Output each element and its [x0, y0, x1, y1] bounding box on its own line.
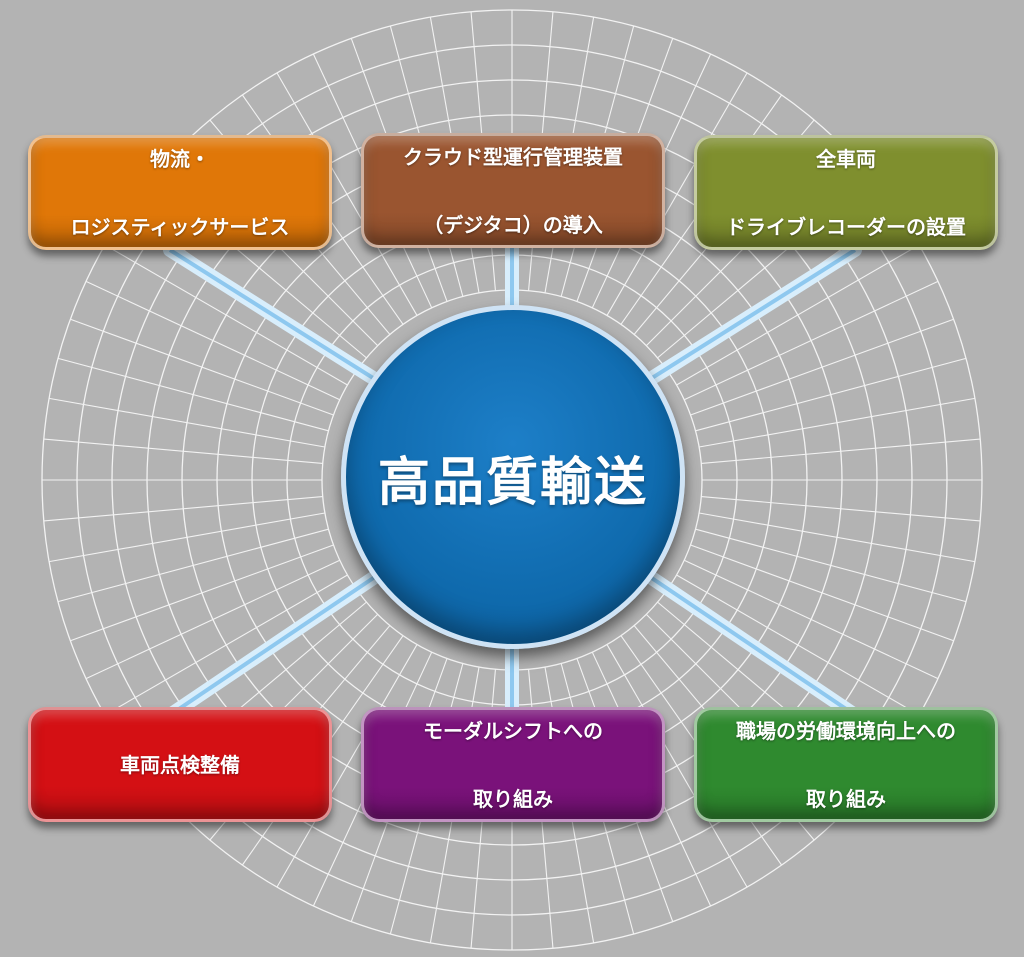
node-digitacho-line1: クラウド型運行管理装置	[403, 144, 623, 169]
node-logistics: 物流・ ロジスティックサービス	[28, 135, 332, 250]
grid-ray	[85, 559, 341, 680]
grid-ray	[104, 574, 348, 716]
node-digitacho-line2: （デジタコ）の導入	[423, 212, 603, 237]
grid-ray	[49, 397, 325, 448]
node-logistics-line2: ロジスティックサービス	[70, 214, 290, 239]
node-modal-shift-line1: モーダルシフトへの	[423, 718, 603, 743]
grid-ray	[695, 528, 967, 603]
grid-ray	[701, 438, 981, 464]
node-digitacho: クラウド型運行管理装置 （デジタコ）の導入	[361, 133, 665, 248]
grid-ray	[699, 397, 975, 448]
spoke-core	[623, 248, 857, 397]
grid-ray	[683, 559, 939, 680]
grid-ray	[49, 512, 325, 563]
grid-ray	[683, 280, 939, 401]
center-label: 高品質輸送	[377, 452, 648, 513]
node-inspection-line1: 車両点検整備	[120, 752, 240, 777]
grid-ray	[85, 280, 341, 401]
node-drive-recorder: 全車両 ドライブレコーダーの設置	[694, 135, 998, 250]
node-workplace-line2: 取り組み	[806, 786, 886, 811]
grid-ray	[690, 544, 954, 642]
node-modal-shift-line2: 取り組み	[473, 786, 553, 811]
grid-ray	[104, 244, 348, 386]
spoke-core	[168, 248, 402, 397]
grid-ray	[276, 644, 418, 888]
node-modal-shift: モーダルシフトへの 取り組み	[361, 707, 665, 822]
node-drive-recorder-line1: 全車両	[816, 146, 876, 171]
grid-ray	[276, 72, 418, 316]
grid-ray	[695, 357, 967, 432]
node-workplace: 職場の労働環境向上への 取り組み	[694, 707, 998, 822]
spoke-core	[168, 558, 402, 717]
grid-ray	[70, 318, 334, 416]
grid-ray	[43, 496, 323, 522]
node-logistics-line1: 物流・	[150, 146, 210, 171]
grid-ray	[57, 357, 329, 432]
grid-ray	[699, 512, 975, 563]
spoke-core	[623, 558, 857, 717]
node-workplace-line1: 職場の労働環境向上への	[736, 718, 956, 743]
grid-ray	[606, 72, 748, 316]
grid-ray	[606, 644, 748, 888]
grid-ray	[43, 438, 323, 464]
grid-ray	[57, 528, 329, 603]
node-drive-recorder-line2: ドライブレコーダーの設置	[726, 214, 966, 239]
grid-ray	[676, 574, 920, 716]
grid-ray	[676, 244, 920, 386]
grid-ray	[701, 496, 981, 522]
center-circle: 高品質輸送	[341, 305, 685, 649]
grid-ray	[690, 318, 954, 416]
node-inspection: 車両点検整備	[28, 707, 332, 822]
grid-ray	[70, 544, 334, 642]
